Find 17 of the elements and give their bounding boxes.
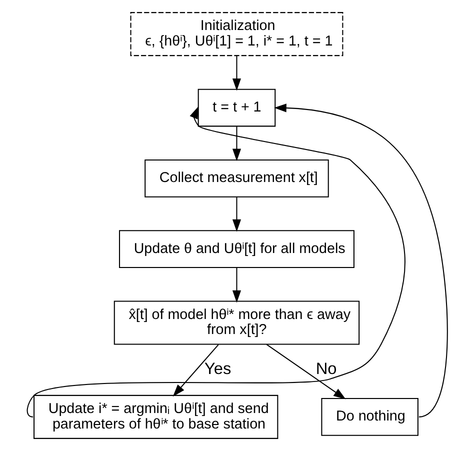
arrow (274, 104, 448, 418)
edge-label: No (315, 360, 336, 378)
arrow (266, 344, 346, 400)
node-box: Do nothing (320, 398, 418, 436)
arrow (172, 344, 218, 397)
node-box: x̂[t] of model hθⁱ* more than ϵ away from x[t]? (113, 300, 360, 345)
node-box: Update i* = argminᵢ Uθⁱ[t] and send parameters of hθⁱ* to base station (33, 394, 278, 439)
arrow (232, 197, 241, 232)
node-box: t = t + 1 (197, 88, 276, 127)
node-box: Update θ and Uθⁱ[t] for all models (118, 230, 354, 268)
node-box: Initialization ϵ, {hθⁱ}, Uθⁱ[1] = 1, i* = 1, t = 1 (130, 12, 343, 56)
arrow (26, 106, 405, 418)
arrow (232, 268, 241, 303)
edge-label: Yes (204, 360, 231, 378)
arrow (232, 126, 241, 162)
arrow (232, 56, 241, 91)
node-box: Collect measurement x[t] (144, 159, 328, 198)
